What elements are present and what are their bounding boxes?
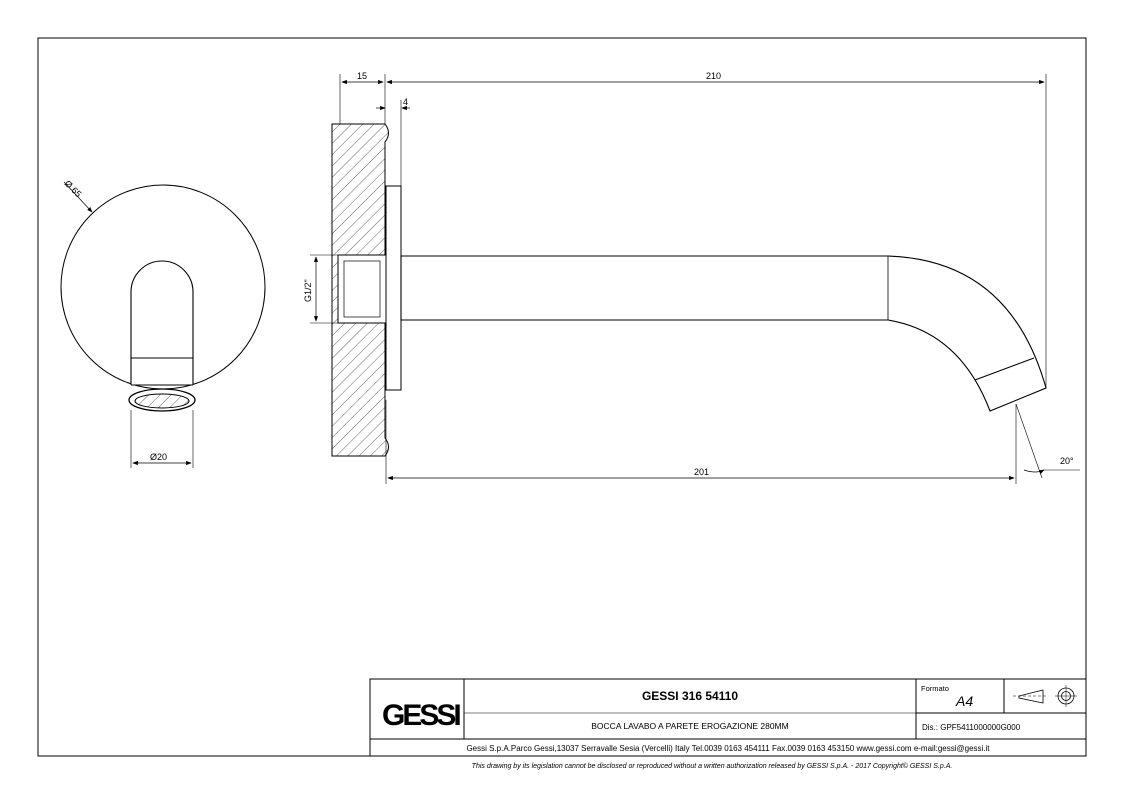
thread-connector [337,254,387,324]
product-code: GESSI 316 54110 [642,689,738,703]
dim-flange-thickness: 4 [403,97,408,107]
drawing-frame [37,37,1087,757]
outlet-diameter-label: Ø20 [150,452,167,462]
drawing-number: Dis.: GPF5411000000G000 [922,723,1021,732]
format-label: Formato [921,684,949,693]
gessi-logo: GESSI [382,699,460,732]
company-line: Gessi S.p.A.Parco Gessi,13037 Serravalle… [466,744,990,753]
title-block: GESSI GESSI 316 54110 BOCCA LAVABO A PAR… [369,678,1087,770]
spout-tip-band [974,357,1035,381]
product-description: BOCCA LAVABO A PARETE EROGAZIONE 280MM [591,721,788,731]
dim-angle: 20° [1060,456,1074,466]
projection-symbol-icon [1013,685,1077,707]
format-value: A4 [955,693,973,709]
front-view: Ø 65 Ø20 [60,178,266,468]
flange-side [385,185,402,391]
dim-total-length: 210 [706,71,721,81]
spout-side-body [400,255,1047,412]
dim-wall-thickness: 15 [357,71,367,81]
flange-diameter-label: Ø 65 [63,178,84,199]
spout-front-body [130,260,194,385]
aerator-inner [134,393,190,409]
copyright-line: This drawing by its legislation cannot b… [472,762,953,770]
side-view: 15 210 4 G1/2" 201 20° [303,71,1080,484]
dim-thread: G1/2" [303,279,313,302]
dim-projection: 201 [694,467,709,477]
